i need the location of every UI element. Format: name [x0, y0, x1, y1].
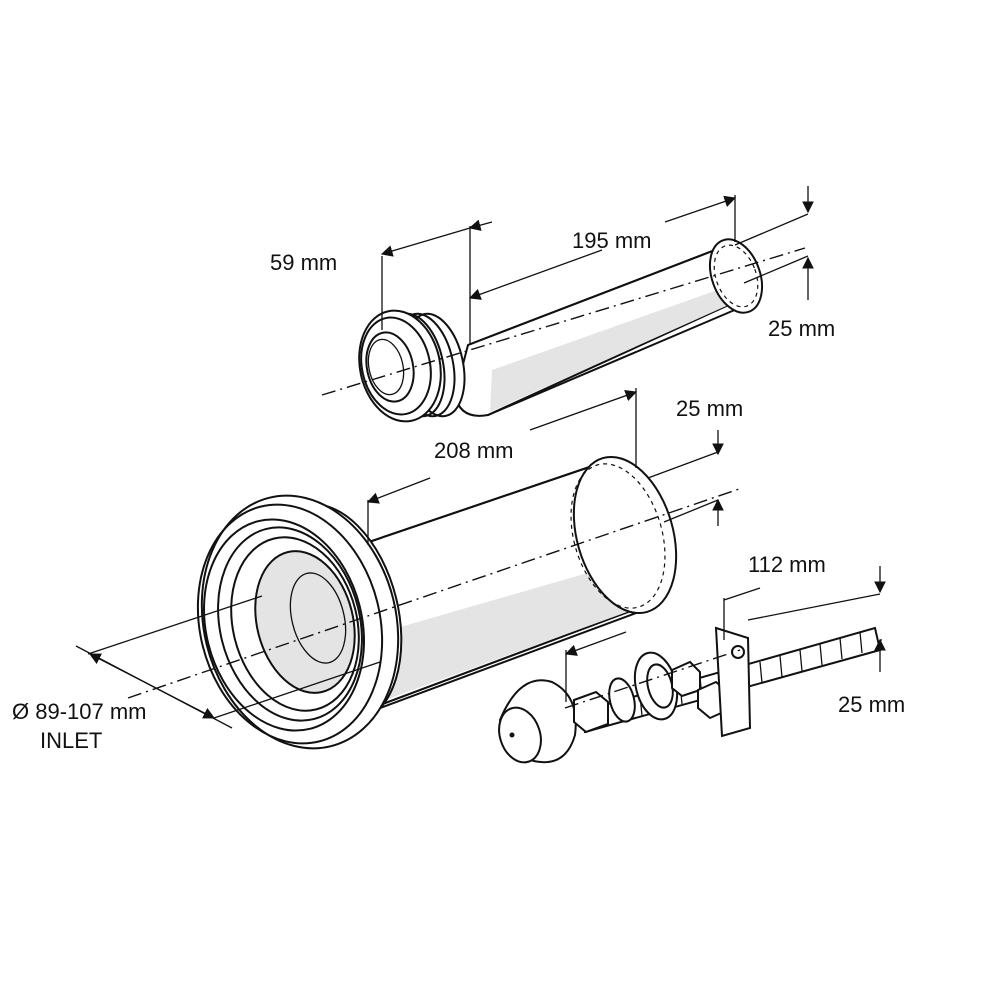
pan-connector-pipe	[75, 388, 743, 750]
fixing-bolt-kit	[498, 566, 886, 764]
bracket-plate	[714, 626, 752, 738]
dim-label-112mm: 112 mm	[748, 552, 826, 577]
dim-label-25mm-bolt: 25 mm	[838, 692, 905, 717]
inlet-label: INLET	[40, 728, 102, 753]
dim-label-195mm: 195 mm	[572, 228, 651, 253]
dim-label-59mm: 59 mm	[270, 250, 337, 275]
threaded-pipe-connector	[321, 186, 814, 423]
large-pipe-end	[572, 455, 678, 615]
dim-label-25mm-small: 25 mm	[768, 316, 835, 341]
dim-label-208mm: 208 mm	[434, 438, 513, 463]
dim-label-inlet-dia: Ø 89-107 mm	[12, 699, 147, 724]
dim-label-25mm-large: 25 mm	[676, 396, 743, 421]
